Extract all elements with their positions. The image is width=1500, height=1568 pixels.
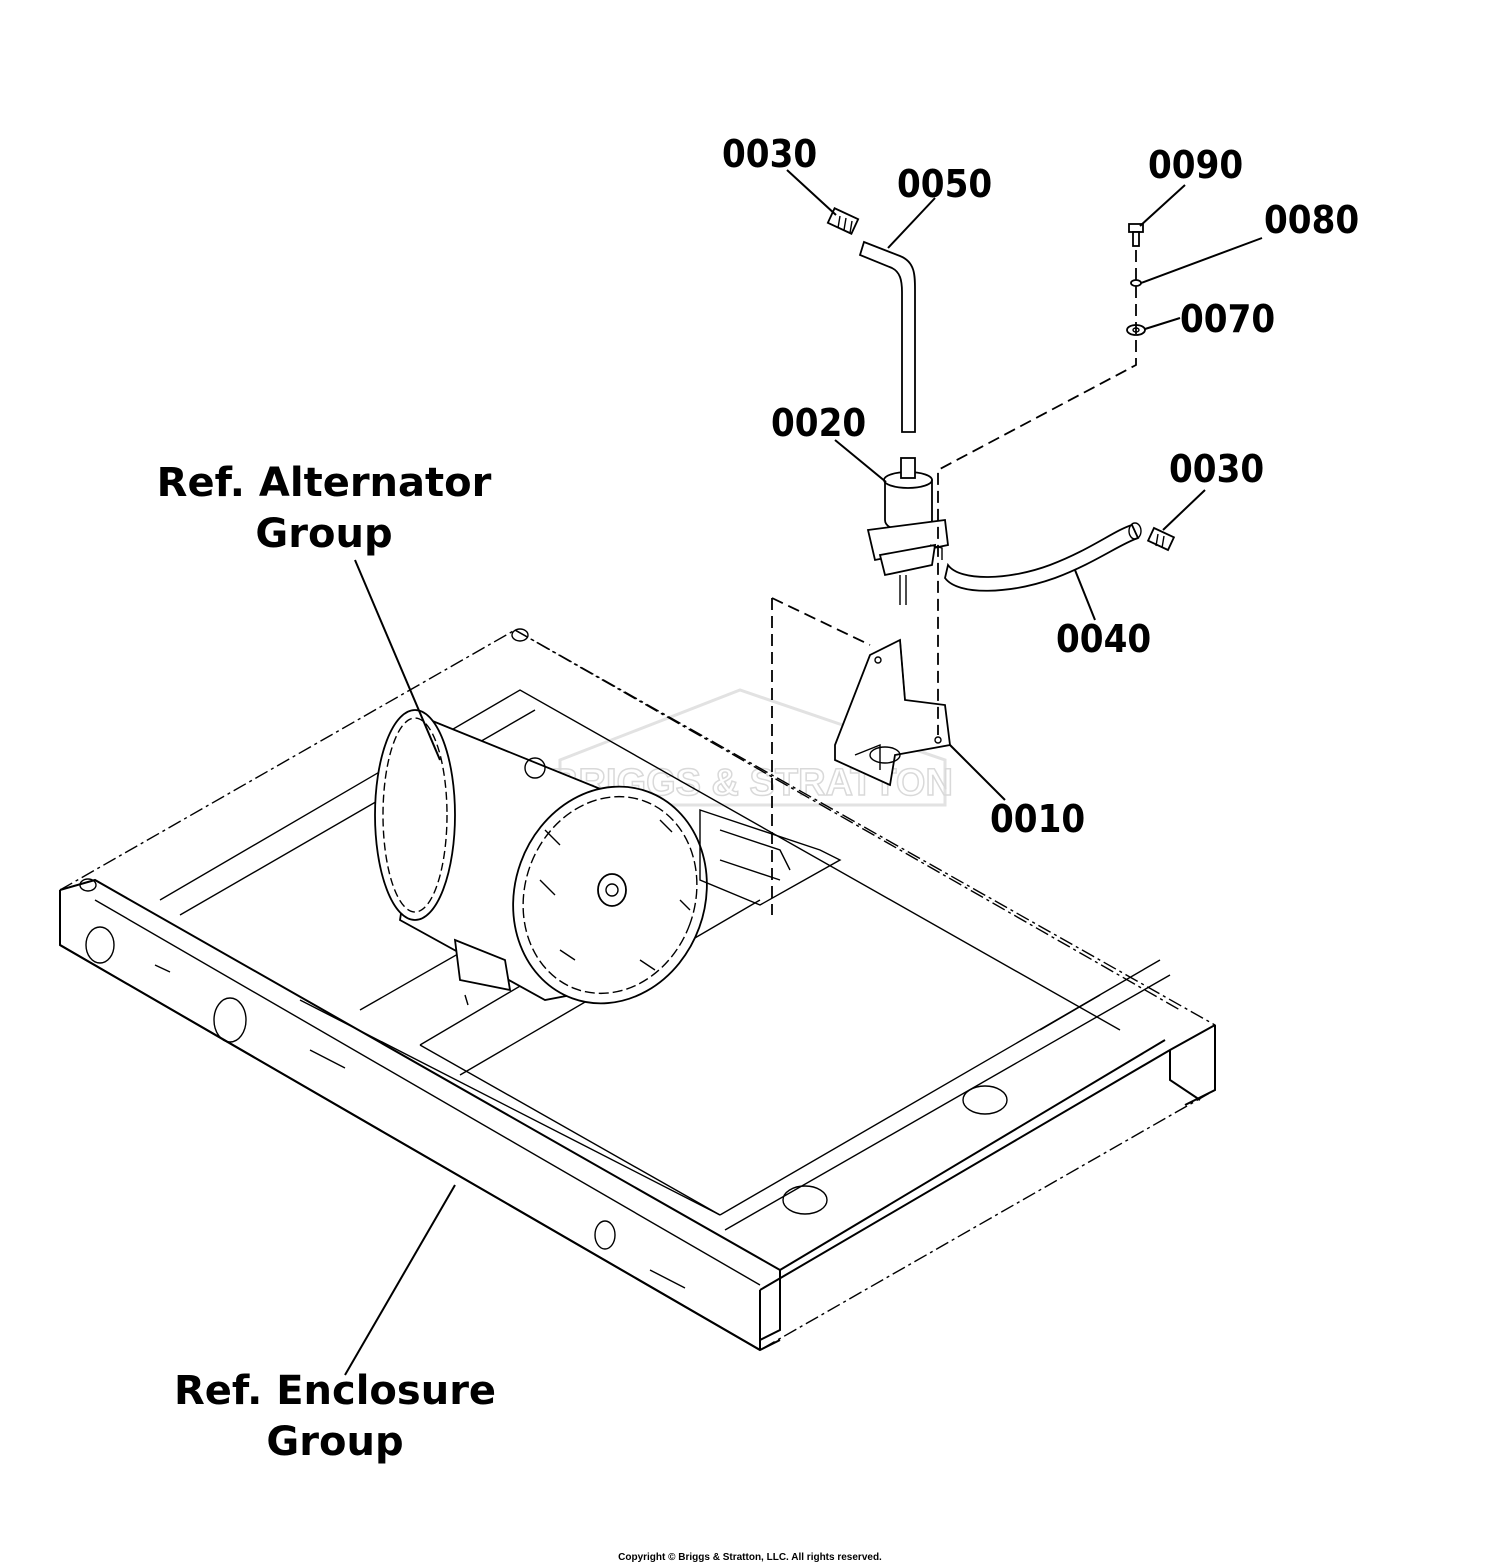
copyright-notice: Copyright © Briggs & Stratton, LLC. All … bbox=[618, 1552, 882, 1563]
ref-enclosure-line1: Ref. Enclosure bbox=[174, 1368, 496, 1414]
callout-0020: 0020 bbox=[771, 401, 866, 445]
reference-labels: Ref. Alternator Group Ref. Enclosure Gro… bbox=[157, 460, 496, 1465]
lockwasher-0080 bbox=[1130, 279, 1142, 287]
hose-0050 bbox=[858, 240, 916, 433]
fitting-0030-right bbox=[1146, 526, 1176, 552]
leader-lines bbox=[344, 169, 1263, 1376]
callout-0070: 0070 bbox=[1180, 297, 1275, 341]
callout-0090: 0090 bbox=[1148, 143, 1243, 187]
callout-0080: 0080 bbox=[1264, 198, 1359, 242]
ref-alternator-line1: Ref. Alternator bbox=[157, 460, 492, 506]
hose-0040 bbox=[944, 522, 1142, 592]
callout-0030-right: 0030 bbox=[1169, 447, 1264, 491]
callout-0030-top: 0030 bbox=[722, 132, 817, 176]
bracket-0010 bbox=[834, 638, 951, 787]
callout-0040: 0040 bbox=[1056, 617, 1151, 661]
alternator bbox=[374, 709, 842, 1006]
bolt-0090 bbox=[1128, 223, 1144, 247]
callout-0050: 0050 bbox=[897, 162, 992, 206]
assembly-lines bbox=[771, 250, 1137, 915]
ref-alternator-line2: Group bbox=[255, 511, 392, 557]
callout-labels: 0030 0050 0090 0080 0070 0020 0030 0040 … bbox=[722, 132, 1359, 841]
regulator-0020 bbox=[866, 457, 949, 605]
ref-enclosure-line2: Group bbox=[266, 1419, 403, 1465]
callout-0010: 0010 bbox=[990, 797, 1085, 841]
